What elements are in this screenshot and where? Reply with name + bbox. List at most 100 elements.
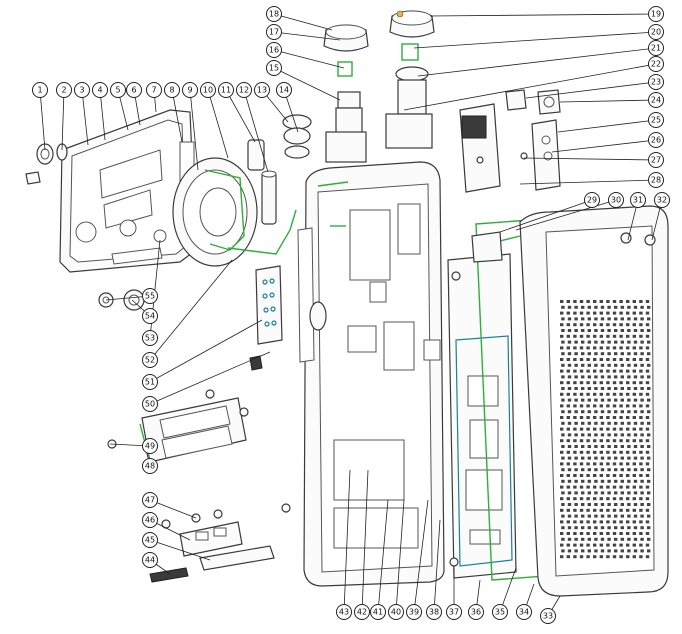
grill-hole [626,450,630,454]
grill-hole [599,311,603,315]
grill-hole [639,392,643,396]
grill-hole [573,427,577,431]
grill-hole [587,537,591,541]
grill-hole [594,503,598,506]
grill-hole [599,555,603,559]
grill-hole [586,381,590,385]
grill-hole [600,526,605,530]
grill-hole [574,514,578,518]
grill-hole [626,555,630,559]
callout-circle [164,82,180,98]
grill-hole [626,532,630,535]
grill-hole [632,555,636,559]
grill-hole [581,456,585,460]
grill-hole [566,497,570,501]
grill-hole [560,508,564,512]
callout-label: 47 [145,496,155,505]
grill-hole [639,346,643,350]
grill-hole [619,369,623,373]
callout-label: 50 [145,400,155,409]
connector-cover-plate [107,389,249,463]
callout-37: 37 [446,604,462,620]
callout-circle [182,82,198,98]
grill-hole [560,404,564,408]
speaker-disc [172,157,297,267]
grill-hole [647,491,651,495]
grill-hole [645,427,650,431]
grill-hole [599,439,603,443]
grill-hole [645,392,650,396]
grill-hole [612,508,617,512]
callout-15: 15 [266,60,282,76]
grill-hole [599,543,603,547]
grill-hole [647,340,651,344]
callout-5: 5 [110,82,126,98]
grill-hole [600,305,605,309]
leader-line-50 [149,351,271,405]
grill-hole [573,508,577,512]
callout-circle [516,604,532,620]
leader-line-8 [171,89,183,143]
grill-hole [561,375,565,379]
callout-circle [584,192,600,208]
grill-hole [645,439,650,443]
grill-hole [647,445,651,448]
grill-hole [639,404,643,408]
grill-hole [606,508,610,512]
grill-hole [612,497,617,501]
grill-hole [574,526,578,530]
grill-hole [639,381,643,385]
grill-hole [632,381,636,385]
callout-51: 51 [142,374,158,390]
grill-hole [566,474,570,477]
callout-label: 53 [145,334,155,343]
grill-hole [612,381,617,385]
callout-17: 17 [266,24,282,40]
grill-hole [640,305,644,309]
callout-label: 18 [269,10,279,19]
grill-hole [593,508,597,512]
grill-hole [620,456,624,460]
grill-hole [639,543,643,547]
callout-circle [648,6,664,22]
callout-circle [654,192,670,208]
grill-hole [647,329,651,332]
grill-hole [633,491,638,495]
grill-hole [627,410,631,414]
grill-hole [581,421,585,425]
callout-18: 18 [266,6,282,22]
grill-hole [586,462,590,466]
grill-hole [581,387,585,390]
grill-hole [579,346,584,350]
callout-circle [142,308,158,324]
grill-hole [579,485,584,489]
grill-hole [599,369,603,373]
grill-hole [645,532,650,535]
grill-hole [586,311,590,315]
grill-hole [594,468,598,472]
grill-hole [600,340,605,344]
callout-circle [142,512,158,528]
grill-hole [645,381,650,385]
grill-hole [626,520,630,524]
grill-hole [579,497,584,501]
side-connector-plate [459,89,561,193]
grill-hole [594,549,598,553]
grill-hole [647,387,651,390]
grill-hole [573,404,577,408]
leader-line-51 [149,319,263,383]
grill-hole [632,358,636,361]
callout-circle [56,82,72,98]
grill-hole [561,433,565,437]
grill-hole [614,410,618,414]
grill-hole [607,479,611,483]
callout-circle [142,352,158,368]
callout-label: 43 [339,608,349,617]
grill-hole [619,346,623,350]
callout-label: 26 [651,136,661,145]
grill-hole [600,387,605,390]
grill-hole [614,329,618,332]
grill-hole [566,532,570,535]
grill-hole [581,433,585,437]
grill-hole [561,491,565,495]
